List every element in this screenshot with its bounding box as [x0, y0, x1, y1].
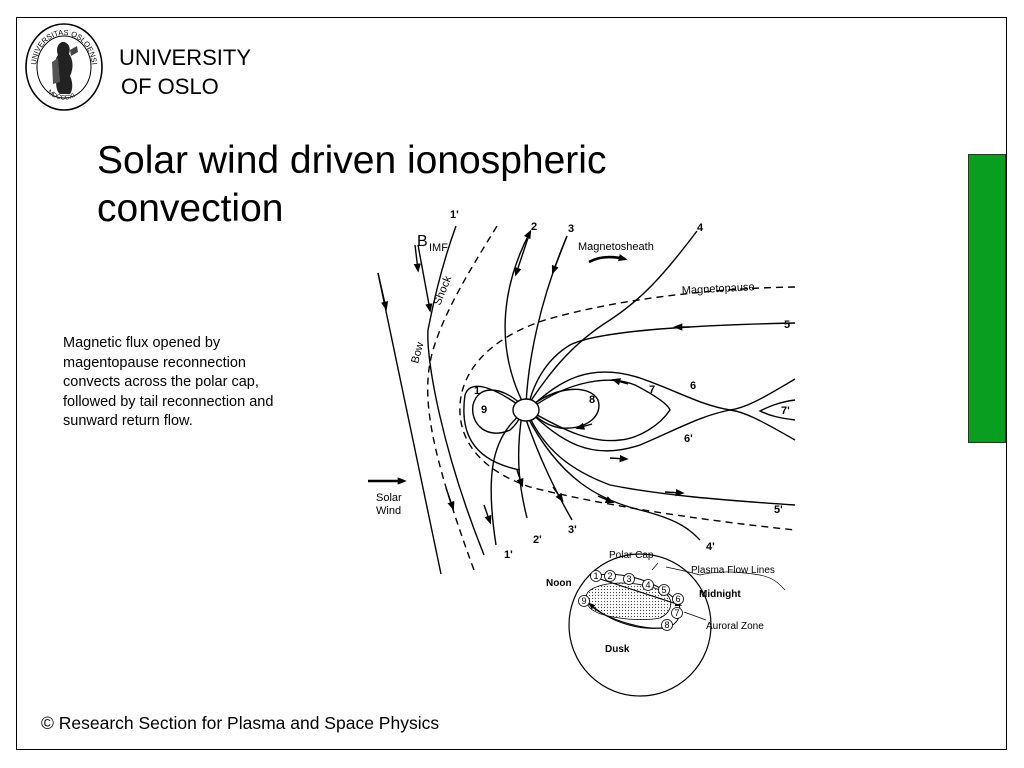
- field-line-5: [527, 322, 796, 408]
- description-text: Magnetic flux opened by magentopause rec…: [63, 334, 333, 432]
- label-imf: IMF: [429, 242, 448, 254]
- description-line: convects across the polar cap,: [63, 374, 259, 391]
- label-bow: Bow: [409, 341, 426, 365]
- inset-node-4: 4: [645, 580, 650, 590]
- university-line-1: UNIVERSITY: [119, 45, 252, 70]
- field-line-2: [504, 229, 532, 406]
- imf-arrow-left: [377, 272, 389, 311]
- label-wind: Wind: [376, 505, 401, 517]
- inset-node-5: 5: [661, 585, 666, 595]
- university-name: UNIVERSITY OF OSLO: [119, 43, 251, 101]
- field-line-3p-arrow: [552, 486, 564, 503]
- inset-node-1: 1: [593, 571, 598, 581]
- label-1: 1: [474, 385, 480, 397]
- label-5: 5: [784, 319, 790, 331]
- field-line-2-arrow: [514, 231, 531, 277]
- description-line: sunward return flow.: [63, 413, 193, 430]
- field-line-6p-arrow: [609, 455, 629, 463]
- earth-icon: [512, 398, 540, 422]
- bow-shock: [427, 225, 498, 571]
- field-line-6p: [529, 409, 796, 452]
- university-line-2: OF OSLO: [121, 74, 219, 99]
- inset-node-3: 3: [626, 574, 631, 584]
- field-line-1p-lower-arrow: [445, 487, 455, 511]
- green-accent-bar: [968, 154, 1006, 443]
- field-line-7p: [758, 399, 796, 421]
- title-line-2: convection: [97, 187, 284, 230]
- inset-node-6: 6: [675, 594, 680, 604]
- label-9: 9: [481, 404, 487, 416]
- label-1p-bottom: 1': [504, 549, 513, 561]
- field-line-3p: [523, 413, 573, 521]
- field-line-2p-arrow: [516, 469, 524, 488]
- university-seal-logo: UNIVERSITAS OSLOENSIS MDCCCXI: [24, 22, 103, 111]
- label-auroral-zone: Auroral Zone: [706, 621, 764, 632]
- label-2p: 2': [533, 534, 542, 546]
- field-line-6: [529, 371, 796, 411]
- field-line-1: [463, 385, 521, 471]
- description-line: magentopause reconnection: [63, 354, 246, 371]
- field-line-2p: [517, 413, 528, 519]
- label-1p-top: 1': [450, 209, 459, 221]
- label-noon: Noon: [546, 578, 572, 589]
- field-line-4: [527, 230, 698, 406]
- field-line-7: [529, 379, 671, 442]
- description-line: Magnetic flux opened by: [63, 335, 221, 351]
- label-midnight: Midnight: [699, 589, 741, 600]
- label-3p: 3': [568, 524, 577, 536]
- label-2: 2: [531, 221, 537, 233]
- imf-line-far-left: [377, 272, 442, 575]
- label-plasma-flow-lines: Plasma Flow Lines: [691, 565, 775, 576]
- inset-node-8: 8: [664, 620, 669, 630]
- field-line-1p-lower: [490, 414, 521, 546]
- label-b: B: [417, 233, 428, 250]
- inset-node-7: 7: [674, 608, 679, 618]
- label-6: 6: [690, 380, 696, 392]
- inset-node-9: 9: [581, 596, 586, 606]
- title-line-1: Solar wind driven ionospheric: [97, 139, 607, 182]
- label-7p: 7': [781, 405, 790, 417]
- field-line-8: [531, 388, 600, 429]
- slide-frame: [16, 17, 1007, 750]
- label-5p: 5': [774, 504, 783, 516]
- label-3: 3: [568, 223, 574, 235]
- polar-cap-inset: 1 2 3 4 5 6 7 8 9 Polar Cap Plasma Flow …: [546, 550, 786, 697]
- footer-copyright: © Research Section for Plasma and Space …: [41, 713, 440, 733]
- label-8: 8: [589, 394, 595, 406]
- label-shock: Shock: [432, 274, 455, 307]
- inset-node-2: 2: [607, 571, 612, 581]
- description-line: followed by tail reconnection and: [63, 393, 274, 410]
- magnetopause-boundary: [459, 286, 796, 531]
- slide-title: Solar wind driven ionospheric convection: [97, 137, 737, 233]
- field-line-1p-lower-arrow2: [483, 504, 492, 525]
- label-7: 7: [649, 384, 655, 396]
- field-line-5p-arrow: [664, 489, 685, 497]
- label-4p: 4': [706, 541, 715, 553]
- field-line-5p: [527, 413, 796, 506]
- field-line-7-arrow: [611, 378, 629, 386]
- label-dusk: Dusk: [605, 644, 630, 655]
- imf-bimf-arrow: [413, 244, 421, 273]
- label-6p: 6': [684, 433, 693, 445]
- field-line-8-arrow: [575, 422, 593, 430]
- imf-arrow-1p-top: [417, 244, 433, 313]
- label-solar: Solar: [376, 492, 402, 504]
- label-4: 4: [697, 222, 704, 234]
- field-line-3-arrow: [551, 235, 568, 275]
- imf-line-1p: [427, 225, 485, 556]
- field-line-4p: [525, 413, 701, 541]
- field-line-4p-arrow: [597, 495, 615, 504]
- label-polar-cap: Polar Cap: [609, 550, 654, 561]
- label-magnetosheath: Magnetosheath: [578, 241, 654, 253]
- label-magnetopause: Magnetopause: [682, 281, 755, 297]
- magnetosheath-arrow: [588, 254, 628, 264]
